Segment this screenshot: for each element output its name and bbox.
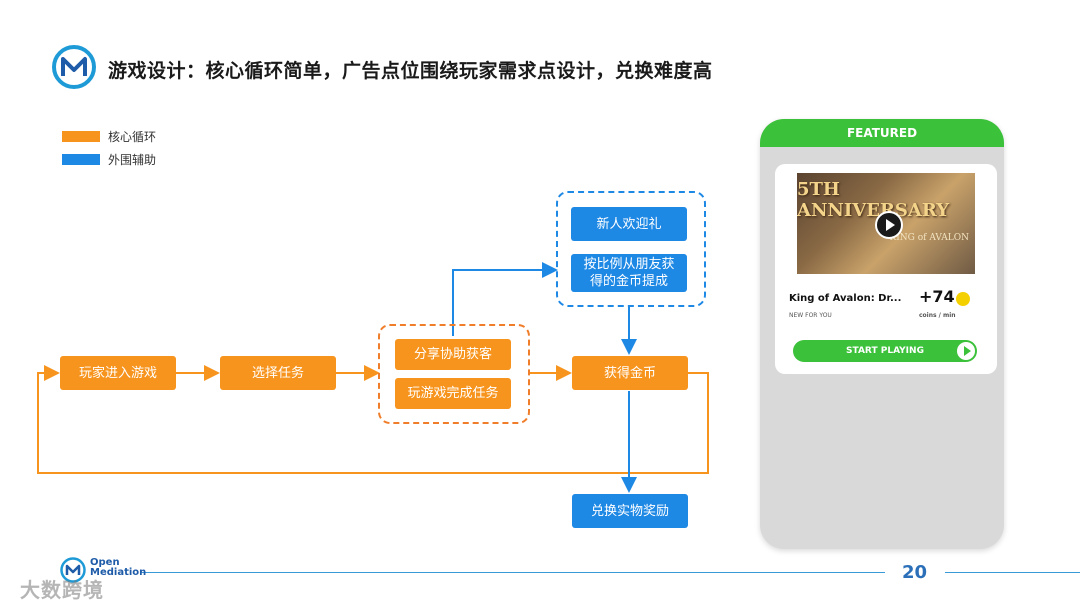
- watermark: 大数跨境: [20, 578, 104, 602]
- game-card[interactable]: 5TH ANNIVERSARY KING of AVALON King of A…: [775, 164, 997, 374]
- open-mediation-logo-icon: [52, 45, 96, 89]
- node-friend-coins: 按比例从朋友获得的金币提成: [571, 254, 687, 292]
- arrow-share-to-friend: [452, 262, 558, 336]
- coins-amount: +74: [919, 287, 955, 306]
- thumbnail-anniversary-text: 5TH ANNIVERSARY: [797, 179, 950, 221]
- support-group-outline: [556, 191, 706, 307]
- node-redeem: 兑换实物奖励: [572, 494, 688, 528]
- coin-icon: [956, 292, 970, 306]
- node-newbie-gift: 新人欢迎礼: [571, 207, 687, 241]
- legend-support-label: 外围辅助: [108, 153, 157, 167]
- footer-brand-line1: Open: [90, 557, 120, 568]
- page-number: 20: [902, 562, 928, 583]
- node-play-complete: 玩游戏完成任务: [395, 378, 511, 409]
- loop-back-line: [37, 365, 709, 474]
- footer-divider-left: [140, 572, 885, 573]
- task-group-outline: [378, 324, 530, 424]
- game-name: King of Avalon: Dr...: [789, 293, 902, 304]
- start-playing-label: START PLAYING: [846, 346, 924, 356]
- game-thumbnail[interactable]: 5TH ANNIVERSARY KING of AVALON: [797, 173, 975, 274]
- node-select-task: 选择任务: [220, 356, 336, 390]
- play-video-icon[interactable]: [875, 211, 903, 239]
- play-arrow-icon: [957, 342, 975, 360]
- legend-support-swatch: [62, 154, 100, 165]
- footer-divider-right: [945, 572, 1080, 573]
- start-playing-button[interactable]: START PLAYING: [793, 340, 977, 362]
- footer-brand-line2: Mediation: [90, 567, 147, 578]
- footer-logo-icon: [60, 557, 86, 583]
- footer-brand: Open Mediation: [90, 558, 146, 578]
- legend-core-swatch: [62, 131, 100, 142]
- node-player-enter: 玩家进入游戏: [60, 356, 176, 390]
- game-subtitle: NEW FOR YOU: [789, 312, 832, 319]
- page-title: 游戏设计：核心循环简单，广告点位围绕玩家需求点设计，兑换难度高: [108, 60, 713, 82]
- thumbnail-game-logo: KING of AVALON: [889, 233, 969, 243]
- node-share-help: 分享协助获客: [395, 339, 511, 370]
- featured-header: FEATURED: [760, 119, 1004, 147]
- node-get-coins: 获得金币: [572, 356, 688, 390]
- phone-mockup: FEATURED 5TH ANNIVERSARY KING of AVALON …: [760, 119, 1004, 549]
- legend-core-label: 核心循环: [108, 130, 157, 144]
- coins-rate-unit: coins / min: [919, 312, 956, 319]
